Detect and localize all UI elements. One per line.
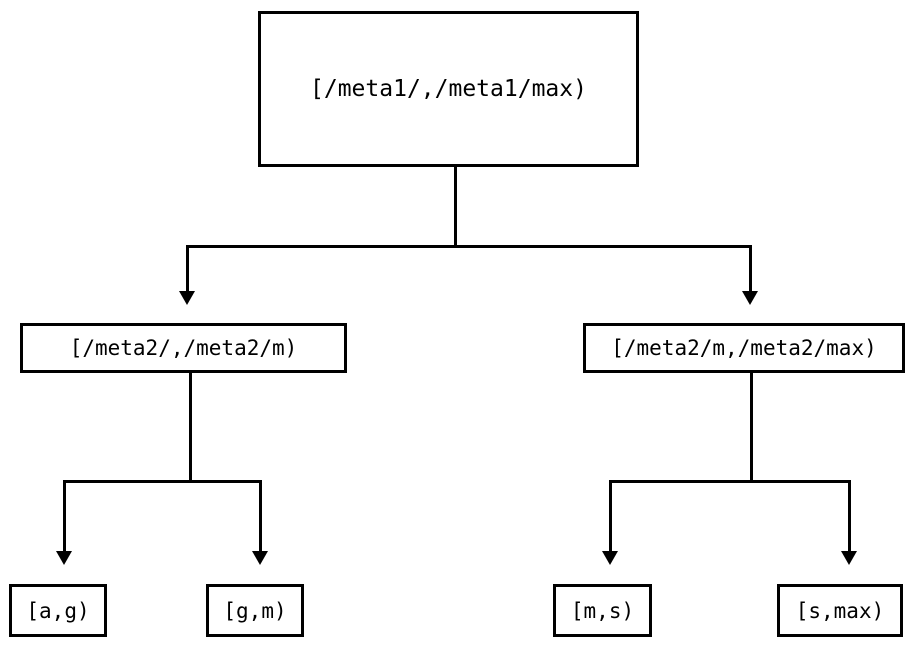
edge-level2-right-to-leaf-3 (848, 480, 851, 553)
edge-level2-left-to-leaf-1 (259, 480, 262, 553)
tree-leaf-0-label: [a,g) (26, 598, 90, 623)
arrowhead-leaf-2-icon (602, 551, 618, 565)
edge-root-to-left (186, 245, 189, 293)
tree-leaf-1[interactable]: [g,m) (206, 584, 304, 637)
edge-level2-right-to-leaf-2 (609, 480, 612, 553)
edge-root-stem (454, 167, 457, 248)
tree-node-level2-right[interactable]: [/meta2/m,/meta2/max) (583, 323, 905, 373)
tree-node-level2-left-label: [/meta2/,/meta2/m) (69, 336, 298, 360)
arrowhead-leaf-0-icon (56, 551, 72, 565)
tree-node-level2-left[interactable]: [/meta2/,/meta2/m) (20, 323, 347, 373)
edge-level2-right-bar (609, 480, 851, 483)
arrowhead-root-right-icon (742, 291, 758, 305)
tree-node-root-label: [/meta1/,/meta1/max) (310, 76, 587, 102)
edge-level2-left-to-leaf-0 (63, 480, 66, 553)
tree-leaf-2[interactable]: [m,s) (553, 584, 652, 637)
tree-node-level2-right-label: [/meta2/m,/meta2/max) (611, 336, 877, 360)
edge-level2-right-stem (750, 373, 753, 483)
tree-leaf-2-label: [m,s) (570, 598, 635, 623)
tree-leaf-3-label: [s,max) (795, 598, 885, 623)
tree-node-root[interactable]: [/meta1/,/meta1/max) (258, 11, 639, 167)
tree-leaf-1-label: [g,m) (223, 598, 287, 623)
arrowhead-leaf-3-icon (841, 551, 857, 565)
tree-leaf-3[interactable]: [s,max) (777, 584, 903, 637)
tree-leaf-0[interactable]: [a,g) (9, 584, 107, 637)
arrowhead-leaf-1-icon (252, 551, 268, 565)
edge-level2-left-stem (189, 373, 192, 483)
edge-root-to-right (749, 245, 752, 293)
edge-level2-left-bar (63, 480, 262, 483)
arrowhead-root-left-icon (179, 291, 195, 305)
edge-root-bar (186, 245, 752, 248)
